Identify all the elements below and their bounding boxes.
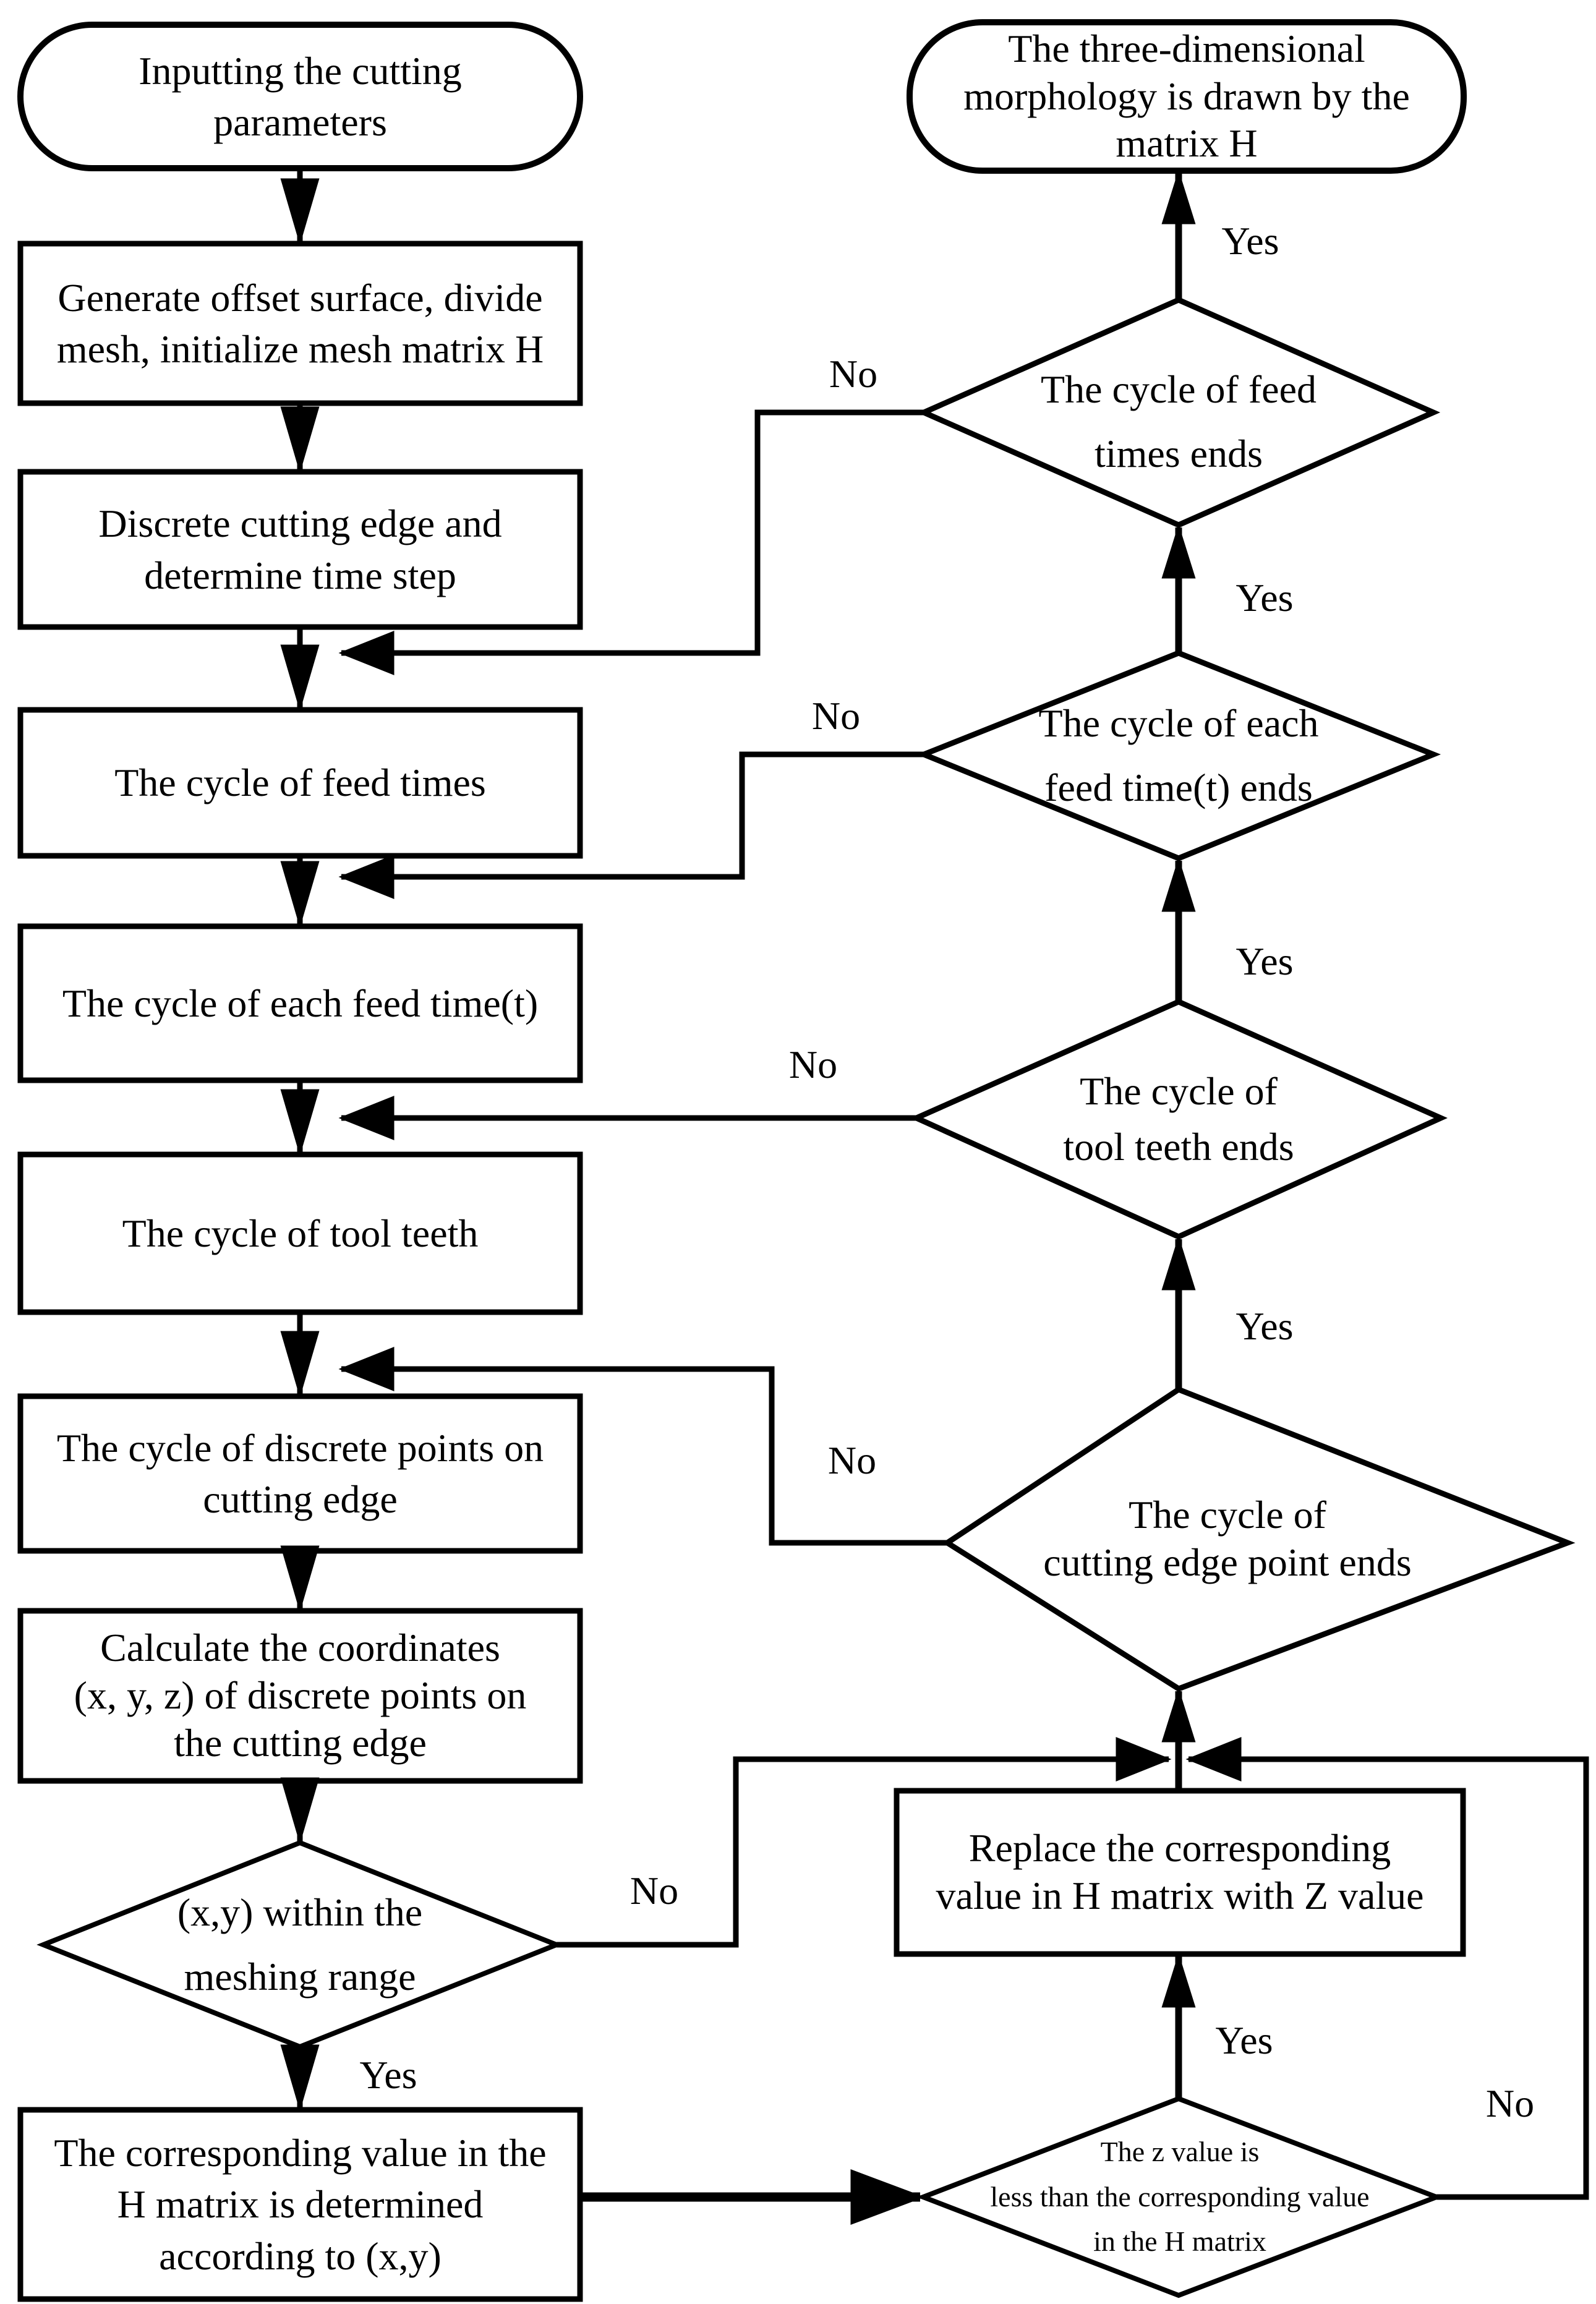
node-replace-h-label: Replace the corresponding value in H mat… <box>936 1826 1424 1918</box>
node-in-range-label: (x,y) within the meshing range <box>177 1890 423 1999</box>
node-tooth-ends-label: The cycle of tool teeth ends <box>1063 1069 1294 1169</box>
node-point-ends-label: The cycle of cutting edge point ends <box>1043 1493 1412 1584</box>
node-z-less-label: The z value is less than the correspondi… <box>990 2135 1370 2258</box>
node-z-less-shape <box>916 2096 1444 2298</box>
node-point-cycle-label: The cycle of discrete points on cutting … <box>56 1425 544 1521</box>
edge-eachfeedends-eachfeedcycle-no <box>338 751 924 899</box>
node-feed-cycle-shape <box>17 707 583 859</box>
edge-label-yes-toothends: Yes <box>1235 939 1294 983</box>
edge-label-no-zless: No <box>1485 2081 1535 2125</box>
node-tooth-cycle-label: The cycle of tool teeth <box>122 1211 479 1255</box>
node-determine-h-shape <box>17 2107 583 2302</box>
edge-inrange-pointends-no <box>557 1737 1172 1948</box>
edge-label-no-eachfeedends: No <box>811 694 861 738</box>
node-feed-ends-label: The cycle of feed times ends <box>1041 367 1316 476</box>
node-each-feed-ends-label: The cycle of each feed time(t) ends <box>1038 701 1319 809</box>
edge-label-yes-inrange: Yes <box>359 2053 417 2097</box>
edge-label-yes-feedends: Yes <box>1221 219 1279 263</box>
edge-label-yes-pointends: Yes <box>1235 1304 1294 1348</box>
edge-label-yes-eachfeedends: Yes <box>1235 576 1294 620</box>
edge-label-no-feedends: No <box>829 352 878 396</box>
node-determine-h-label: The corresponding value in the H matrix … <box>54 2131 547 2278</box>
node-start-label: Inputting the cutting parameters <box>139 48 462 144</box>
edge-pointends-pointcycle-no <box>338 1347 947 1546</box>
node-calc-coords-label: Calculate the coordinates (x, y, z) of d… <box>74 1626 527 1765</box>
edge-label-yes-zless: Yes <box>1215 2018 1273 2062</box>
node-each-feed-cycle-label: The cycle of each feed time(t) <box>62 981 539 1025</box>
node-draw-morphology-label: The three-dimensional morphology is draw… <box>963 26 1410 166</box>
edge-label-no-toothends: No <box>788 1043 838 1086</box>
edge-label-no-pointends: No <box>827 1438 877 1482</box>
node-discrete-edge-label: Discrete cutting edge and determine time… <box>98 501 502 597</box>
node-generate-mesh-shape <box>17 241 583 406</box>
edge-zless-pointends-no <box>1185 1737 1589 2200</box>
edge-feedends-feedcycle-no <box>338 409 924 675</box>
node-feed-cycle-label: The cycle of feed times <box>114 761 486 805</box>
node-generate-mesh-label: Generate offset surface, divide mesh, in… <box>56 275 544 371</box>
node-calc-coords-shape <box>17 1608 583 1784</box>
edge-label-no-inrange: No <box>629 1869 679 1913</box>
